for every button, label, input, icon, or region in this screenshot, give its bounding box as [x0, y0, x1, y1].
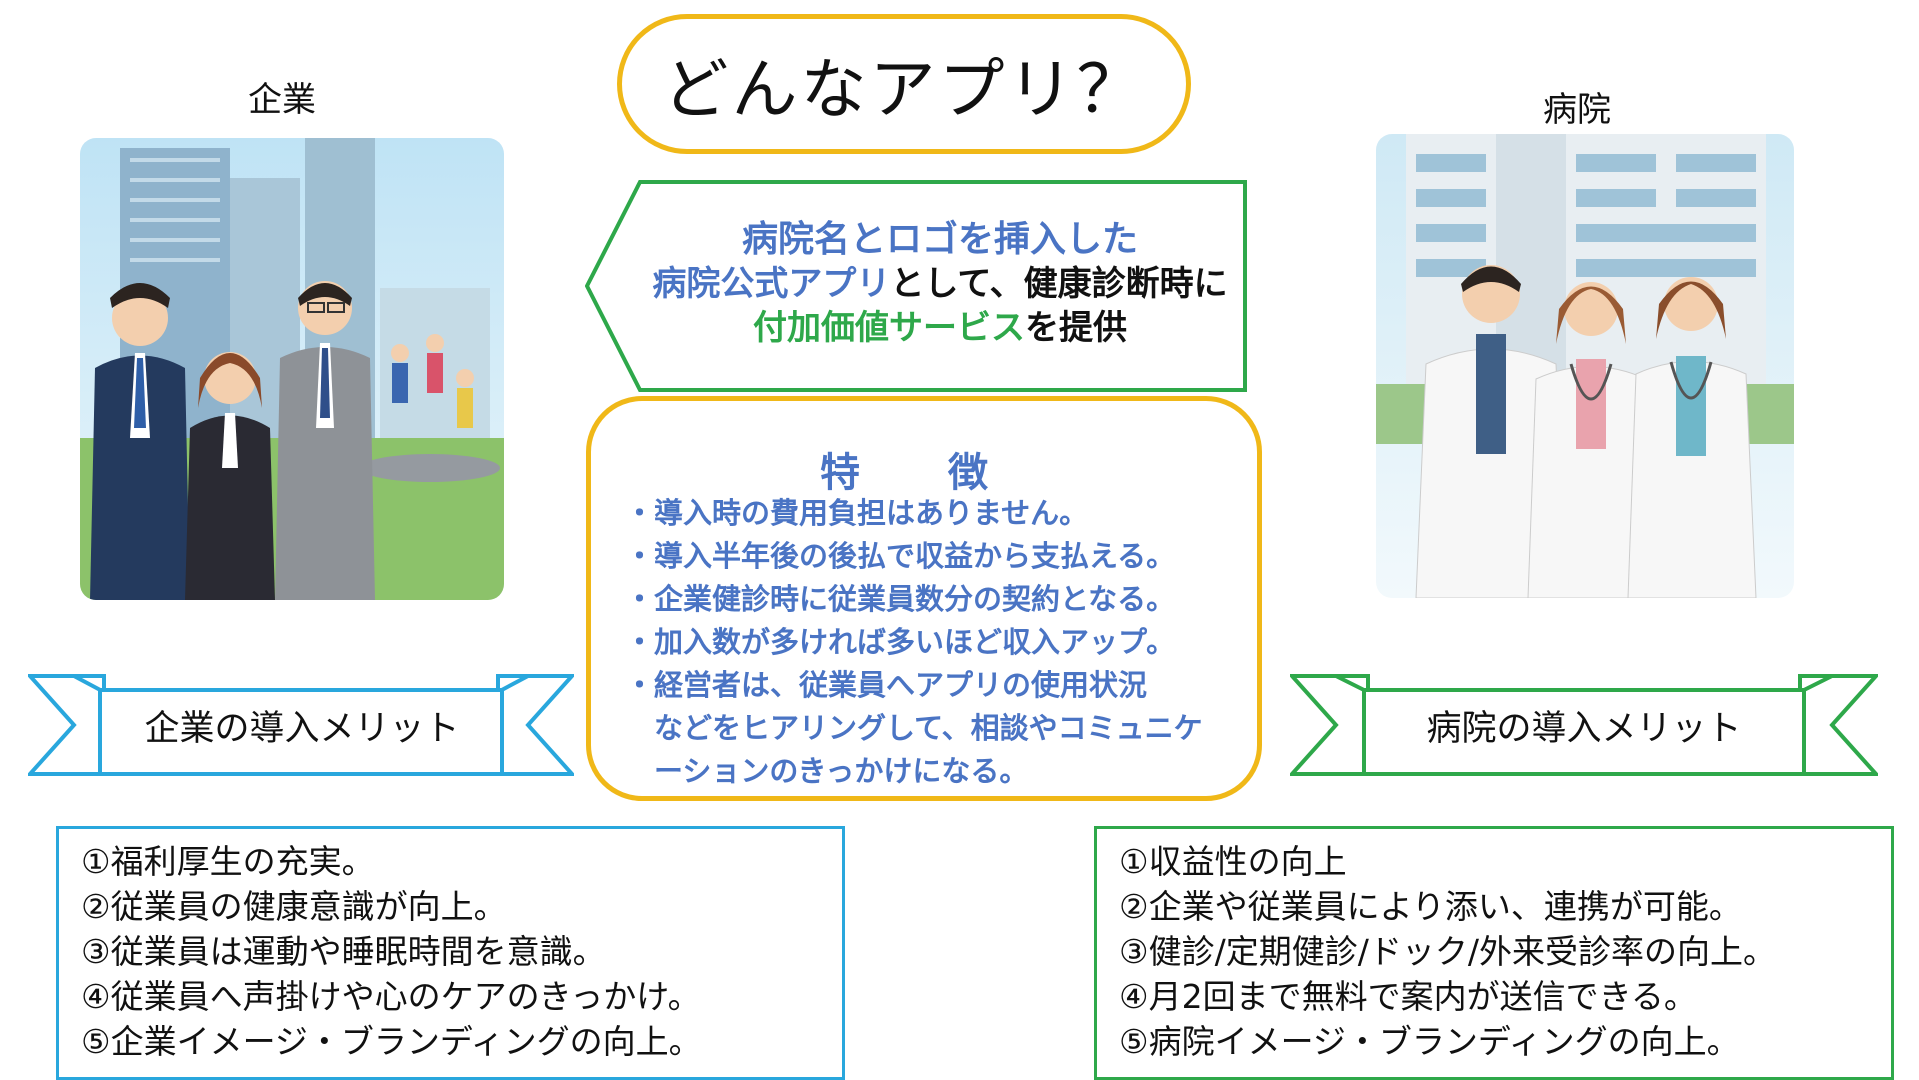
hospital-ribbon-shape	[1290, 674, 1878, 776]
list-item: ①福利厚生の充実。	[81, 842, 375, 881]
callout-line-3-rest: を提供	[1025, 308, 1127, 348]
feature-list: ・導入時の費用負担はありません。 ・導入半年後の後払で収益から支払える。 ・企業…	[625, 492, 1255, 793]
list-item: ①収益性の向上	[1119, 842, 1347, 881]
list-item: ④月2回まで無料で案内が送信できる。	[1119, 977, 1697, 1016]
hospital-merit-heading: 病院の導入メリット	[1426, 709, 1742, 749]
hospital-merits-list: ①収益性の向上 ②企業や従業員により添い、連携が可能。 ③健診/定期健診/ドック…	[1097, 829, 1891, 1064]
company-merits-list: ①福利厚生の充実。 ②従業員の健康意識が向上。 ③従業員は運動や睡眠時間を意識。…	[59, 829, 842, 1064]
callout-text: 病院名とロゴを挿入した 病院公式アプリとして、健康診断時に 付加価値サービスを提…	[620, 218, 1260, 350]
callout-line-2: 病院公式アプリとして、健康診断時に	[620, 262, 1260, 306]
hospital-illustration	[1376, 134, 1794, 598]
features-box	[586, 396, 1262, 801]
office-workers-illustration-icon	[80, 138, 504, 600]
feature-item: ・企業健診時に従業員数分の契約となる。	[625, 582, 1176, 616]
list-item: ④従業員へ声掛けや心のケアのきっかけ。	[81, 977, 701, 1016]
page-title: どんなアプリ？	[662, 51, 1146, 128]
feature-item: ・経営者は、従業員へアプリの使用状況 などをヒアリングして、相談やコミュニケ ー…	[625, 668, 1203, 788]
feature-item: ・導入半年後の後払で収益から支払える。	[625, 539, 1176, 573]
callout-arrow-shape	[585, 180, 1247, 392]
title-pill: どんなアプリ？	[617, 14, 1191, 154]
list-item: ②従業員の健康意識が向上。	[81, 887, 507, 926]
doctors-illustration-icon	[1376, 134, 1794, 598]
feature-item: ・導入時の費用負担はありません。	[625, 496, 1089, 530]
list-item: ⑤企業イメージ・ブランディングの向上。	[81, 1022, 702, 1061]
list-item: ⑤病院イメージ・ブランディングの向上。	[1119, 1022, 1740, 1061]
callout-line-1: 病院名とロゴを挿入した	[741, 219, 1138, 260]
callout-line-3: 付加価値サービスを提供	[620, 306, 1260, 350]
company-merit-heading: 企業の導入メリット	[144, 709, 460, 749]
list-item: ②企業や従業員により添い、連携が可能。	[1119, 887, 1742, 926]
callout-added-value: 付加価値サービス	[753, 308, 1025, 348]
features-title: 特 徴	[820, 450, 1012, 496]
feature-item: ・加入数が多ければ多いほど収入アップ。	[625, 625, 1176, 659]
company-ribbon-shape	[28, 674, 574, 776]
callout-official-app: 病院公式アプリ	[652, 264, 891, 304]
list-item: ③従業員は運動や睡眠時間を意識。	[81, 932, 606, 971]
company-illustration	[80, 138, 504, 600]
hospital-merits-box: ①収益性の向上 ②企業や従業員により添い、連携が可能。 ③健診/定期健診/ドック…	[1094, 826, 1894, 1080]
callout-line-2-rest: として、健康診断時に	[890, 264, 1228, 304]
hospital-label: 病院	[1543, 90, 1611, 130]
company-merits-box: ①福利厚生の充実。 ②従業員の健康意識が向上。 ③従業員は運動や睡眠時間を意識。…	[56, 826, 845, 1080]
company-label: 企業	[248, 80, 316, 120]
list-item: ③健診/定期健診/ドック/外来受診率の向上。	[1119, 932, 1776, 971]
